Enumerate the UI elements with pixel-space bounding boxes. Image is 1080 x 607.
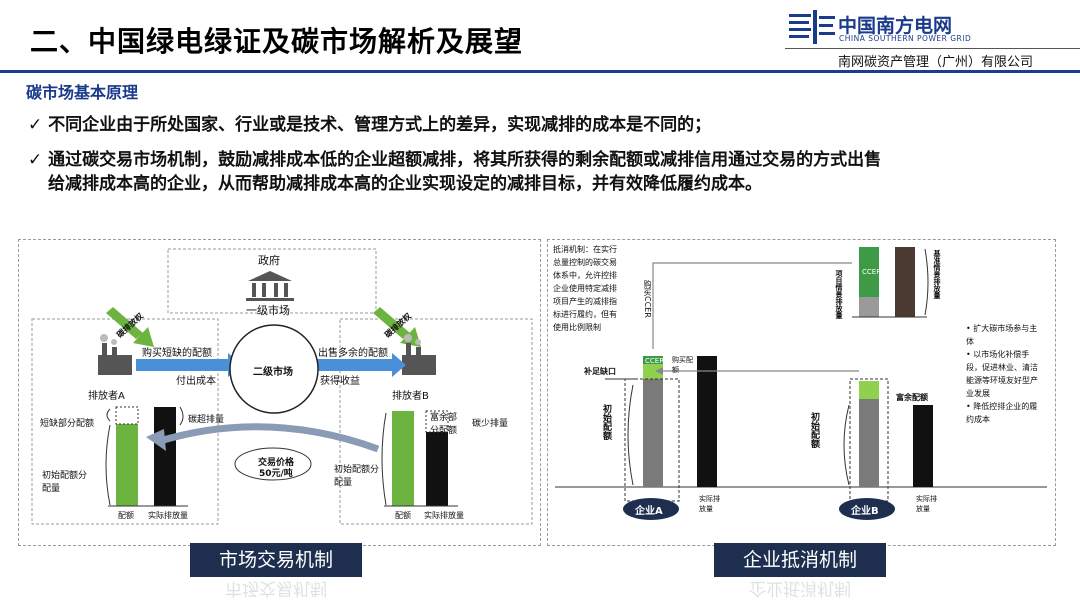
surplus-label: 富余配额 <box>896 393 928 402</box>
market-mechanism-caption-reflection: 市场交易机制 <box>225 578 327 598</box>
bullet-1: ✓ 不同企业由于所处国家、行业或是技术、管理方式上的差异，实现减排的成本是不同的… <box>28 115 712 135</box>
benefits-list: • 扩大碳市场参与主体 • 以市场化补偿手段，促进林业、清洁能源等环境友好型产业… <box>966 322 1038 426</box>
offset-mechanism-caption-reflection: 企业抵消机制 <box>749 578 851 598</box>
bar-actual-label-b: 实际排放量 <box>424 511 464 520</box>
header-divider <box>0 70 1080 73</box>
actual-label-a: 实际排放量 <box>699 495 720 513</box>
government-building-icon <box>246 271 294 301</box>
primary-market-label: 一级市场 <box>246 304 290 317</box>
benefit-item: • 扩大碳市场参与主体 <box>966 324 1038 346</box>
benefit-item: • 以市场化补偿手段，促进林业、清洁能源等环境友好型产业发展 <box>966 350 1038 398</box>
bar-actual-label-a: 实际排放量 <box>148 511 188 520</box>
surplus-quota-label: 富余部分配额 <box>430 413 458 436</box>
logo-english: CHINA SOUTHERN POWER GRID <box>839 34 972 43</box>
bar-quota-label-b: 配额 <box>395 511 411 520</box>
buy-quota-label: 购买配额 <box>672 356 693 374</box>
header-divider-short <box>785 48 1080 49</box>
bullet-2-continued: 给减排成本高的企业，从而帮助减排成本高的企业实现设定的减排目标，并有效降低履约成… <box>48 174 762 194</box>
buy-arrow <box>136 353 242 377</box>
buy-ccer-label: 购买CCER <box>643 280 652 318</box>
market-mechanism-caption: 市场交易机制 <box>190 543 362 577</box>
init-quota-b-label: 初始配额 <box>809 412 819 448</box>
ccer-label-a: CCER <box>645 357 665 365</box>
gap-label: 补足缺口 <box>584 367 616 376</box>
trade-price-label: 交易价格 <box>258 458 295 468</box>
factory-icon-b <box>402 334 436 375</box>
market-mechanism-diagram <box>31 248 533 525</box>
actual-label-b: 实际排放量 <box>916 495 937 513</box>
sell-surplus-label: 出售多余的配额 <box>318 348 388 359</box>
section-subtitle: 碳市场基本原理 <box>26 83 139 102</box>
init-quota-b-label: 初始配额分配量 <box>334 465 380 488</box>
over-emission-label: 碳超排量 <box>188 415 225 425</box>
logo-name: 中国南方电网 <box>838 15 953 37</box>
benefit-item: • 降低控排企业的履约成本 <box>966 402 1038 424</box>
init-quota-a-label: 初始配额分配量 <box>42 471 88 494</box>
emission-right-arrow-a <box>106 307 154 347</box>
emitter-a-label: 排放者A <box>88 391 125 402</box>
buy-short-label: 购买短缺的配额 <box>142 348 212 359</box>
page-title: 二、中国绿电绿证及碳市场解析及展望 <box>30 25 524 58</box>
offset-mechanism-caption: 企业抵消机制 <box>714 543 886 577</box>
enterprise-b-label: 企业B <box>851 506 879 517</box>
offset-mechanism-diagram <box>555 247 1047 520</box>
bullet-2: ✓ 通过碳交易市场机制，鼓励减排成本低的企业超额减排，将其所获得的剩余配额或减排… <box>28 150 882 170</box>
bar-quota-label-a: 配额 <box>118 511 134 520</box>
ccer-label-top: CCER <box>862 268 882 276</box>
enterprise-a-label: 企业A <box>635 506 663 517</box>
gov-label: 政府 <box>258 254 280 267</box>
less-emission-label: 碳少排量 <box>472 419 509 429</box>
init-quota-a-label: 初始配额 <box>601 404 611 440</box>
secondary-market-label: 二级市场 <box>253 367 293 378</box>
sell-arrow <box>308 353 406 377</box>
trade-price-value: 50元/吨 <box>259 469 293 479</box>
offset-note: 抵消机制：在实行总量控制的碳交易体系中，允许控排企业使用特定减排项目产生的减排指… <box>553 245 617 332</box>
pay-cost-label: 付出成本 <box>176 376 216 387</box>
baseline-emission-label: 基准情景排放量 <box>933 250 941 299</box>
csg-logo-icon <box>789 10 835 44</box>
company-name: 南网碳资产管理（广州）有限公司 <box>838 55 1034 70</box>
short-quota-label: 短缺部分配额 <box>40 419 95 429</box>
project-emission-label: 项目情景排放量 <box>835 270 843 319</box>
emitter-b-label: 排放者B <box>392 391 429 402</box>
gain-income-label: 获得收益 <box>320 376 360 387</box>
factory-icon-a <box>98 334 132 375</box>
